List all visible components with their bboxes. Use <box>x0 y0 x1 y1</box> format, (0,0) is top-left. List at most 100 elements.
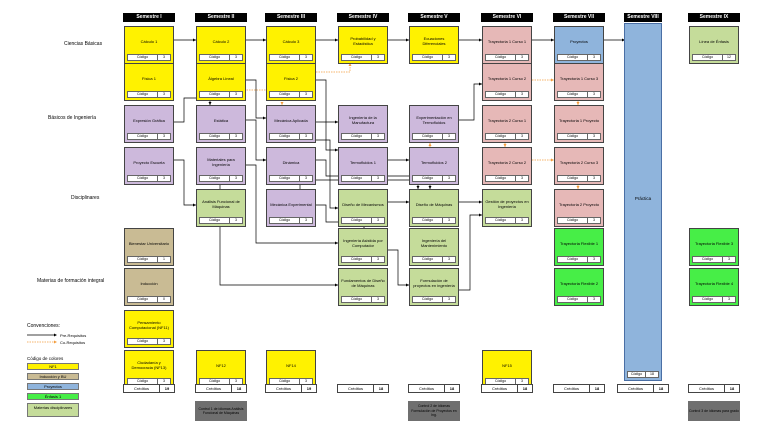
semester-header-4: Semestre IV <box>337 13 389 22</box>
course-credits: 3 <box>371 218 384 223</box>
arrowhead <box>193 203 196 207</box>
course-code-label: Código <box>350 297 363 301</box>
course-credits: 3 <box>299 379 312 384</box>
course-name: Álgebra Lineal <box>208 75 234 81</box>
course-credits: 3 <box>587 176 600 181</box>
course-code-label: Código <box>701 257 714 261</box>
course-credits: 3 <box>587 55 600 60</box>
course-name: Trayectoria 1 Proyecto <box>558 117 600 123</box>
course-code-label: Código <box>421 297 434 301</box>
course-credits: 3 <box>157 176 170 181</box>
course-credits: 3 <box>722 257 735 262</box>
course-name: Ciudadanía y Democracia (NF13) <box>131 360 167 370</box>
legend-prereq-label: Pre-Requisitos <box>60 333 87 338</box>
arrowhead <box>406 283 409 287</box>
course-credits: 3 <box>371 55 384 60</box>
arrowhead <box>428 186 432 189</box>
credits-value: 18 <box>444 385 459 392</box>
course-code-label: Código <box>208 55 221 59</box>
course-name: Proyectos <box>570 38 588 44</box>
course-code-label: Código <box>278 55 291 59</box>
row-label-disciplinares: Disciplinares <box>71 195 100 201</box>
course-name: Cálculo 1 <box>140 38 158 44</box>
language-control-3: Control 3 de idiomas para grado <box>688 401 740 421</box>
legend-swatch-disciplinares: Materias disciplinares <box>27 403 79 417</box>
course-code-label: Código <box>278 92 291 96</box>
course-credits: 3 <box>371 297 384 302</box>
course-code-label: Código <box>494 55 507 59</box>
course-code-label: Código <box>421 257 434 261</box>
course-credits: 3 <box>587 134 600 139</box>
language-control-1: Control 1 de idiomas Análisis Funcional … <box>195 401 247 421</box>
course-credits: 3 <box>442 257 455 262</box>
course-name: Trayectoria Flexible 1 <box>559 240 599 246</box>
course-name: Trayectoria 2 Curso 1 <box>487 117 527 123</box>
course-name: Trayectoria Flexible 2 <box>559 280 599 286</box>
prerequisite-line <box>388 249 409 286</box>
course-code-label: Código <box>136 92 149 96</box>
course-credits: 1 <box>157 257 170 262</box>
course-code-label: Código <box>278 379 291 383</box>
course-name: Trayectoria 1 Curso 3 <box>559 75 599 81</box>
course-code-label: Código <box>566 55 579 59</box>
course-credits: 3 <box>515 176 528 181</box>
course-name: Ecuaciones Diferenciales <box>422 36 446 46</box>
practica-block[interactable]: Práctica Código 18 <box>624 23 662 381</box>
